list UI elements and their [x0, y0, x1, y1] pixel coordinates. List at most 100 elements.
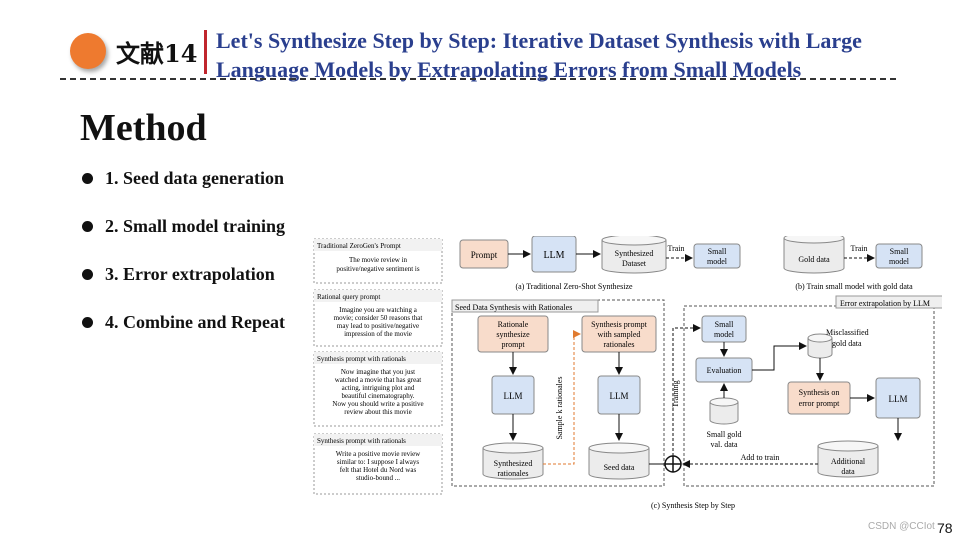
svg-text:data: data — [841, 467, 855, 476]
list-item: 2. Small model training — [80, 216, 285, 264]
svg-text:may lead to positive/negative: may lead to positive/negative — [337, 322, 419, 330]
svg-text:Synthesis prompt: Synthesis prompt — [591, 320, 648, 329]
steps-list: 1. Seed data generation 2. Small model t… — [80, 168, 285, 360]
prompt-box-zerogen: Traditional ZeroGen's Prompt The movie r… — [313, 238, 443, 284]
svg-text:Small: Small — [715, 320, 734, 329]
watermark: CSDN @CCIot — [868, 521, 935, 532]
svg-text:The movie review in: The movie review in — [349, 256, 408, 264]
svg-text:Seed Data Synthesis with Ratio: Seed Data Synthesis with Rationales — [455, 303, 572, 312]
svg-text:Train: Train — [850, 244, 867, 253]
svg-text:Small gold: Small gold — [707, 430, 742, 439]
svg-text:Sample k rationales: Sample k rationales — [555, 376, 564, 439]
svg-text:review about this movie: review about this movie — [344, 408, 411, 416]
paper-title-line1: Let's Synthesize Step by Step: Iterative… — [216, 28, 862, 53]
svg-text:(a) Traditional Zero-Shot Synt: (a) Traditional Zero-Shot Synthesize — [515, 282, 633, 291]
panel-c-seed: Seed Data Synthesis with Rationales Rati… — [451, 299, 665, 487]
prompt-box-rational-query: Rational query prompt Imagine you are wa… — [313, 289, 443, 347]
svg-text:beautiful cinematography.: beautiful cinematography. — [341, 392, 414, 400]
svg-text:model: model — [707, 257, 728, 266]
synthesis-error-prompt-box — [787, 381, 851, 415]
svg-text:LLM: LLM — [610, 391, 629, 401]
paper-title-line2: Language Models by Extrapolating Errors … — [216, 57, 802, 82]
svg-text:LLM: LLM — [889, 394, 908, 404]
svg-text:movie; consider 50 reasons tha: movie; consider 50 reasons that — [334, 314, 423, 322]
svg-text:rationales: rationales — [603, 340, 634, 349]
misclassified-cylinder — [807, 333, 833, 359]
title-divider — [204, 30, 207, 74]
header-divider — [60, 78, 896, 80]
svg-text:Synthesis prompt with rational: Synthesis prompt with rationals — [317, 355, 406, 363]
svg-text:impression of the movie: impression of the movie — [344, 330, 412, 338]
svg-text:Now imagine that you just: Now imagine that you just — [341, 368, 415, 376]
svg-text:rationales: rationales — [497, 469, 528, 478]
svg-text:error prompt: error prompt — [799, 399, 840, 408]
svg-text:LLM: LLM — [504, 391, 523, 401]
svg-text:Seed data: Seed data — [604, 463, 635, 472]
svg-text:Synthesis on: Synthesis on — [799, 388, 840, 397]
method-diagram: Traditional ZeroGen's Prompt The movie r… — [313, 232, 949, 510]
svg-text:Train: Train — [667, 244, 684, 253]
small-gold-cylinder — [709, 397, 739, 425]
bullet-icon — [82, 317, 93, 328]
svg-text:Additional: Additional — [831, 457, 866, 466]
svg-text:Synthesis prompt with rational: Synthesis prompt with rationals — [317, 437, 406, 445]
gold-data-cylinder — [783, 232, 845, 274]
svg-text:acting, intriguing plot and: acting, intriguing plot and — [342, 384, 415, 392]
list-item: 4. Combine and Repeat — [80, 312, 285, 360]
svg-text:positive/negative sentiment is: positive/negative sentiment is — [336, 265, 419, 273]
svg-text:prompt: prompt — [501, 340, 525, 349]
svg-text:Prompt: Prompt — [471, 250, 498, 260]
svg-text:gold data: gold data — [832, 339, 862, 348]
svg-text:Training: Training — [671, 380, 680, 407]
svg-text:model: model — [889, 257, 910, 266]
orange-dot-icon — [70, 33, 106, 69]
svg-text:Small: Small — [708, 247, 727, 256]
svg-text:Rational query prompt: Rational query prompt — [317, 293, 380, 301]
additional-data-cylinder — [817, 440, 879, 478]
svg-text:(b) Train small model with gol: (b) Train small model with gold data — [795, 282, 913, 291]
bullet-icon — [82, 173, 93, 184]
list-item: 3. Error extrapolation — [80, 264, 285, 312]
paper-number: 文献14 — [116, 39, 198, 68]
page-number: 78 — [937, 520, 953, 536]
svg-text:with sampled: with sampled — [598, 330, 641, 339]
svg-text:Rationale: Rationale — [498, 320, 529, 329]
svg-text:synthesize: synthesize — [496, 330, 530, 339]
small-model-box — [875, 243, 923, 269]
small-model-box — [693, 243, 741, 269]
svg-text:Synthesized: Synthesized — [494, 459, 533, 468]
panel-b: Gold data Train Small model (b) Train sm… — [783, 232, 923, 291]
seed-data-cylinder — [588, 442, 650, 480]
section-title: Method — [80, 107, 207, 149]
svg-text:felt that Hotel du Nord was: felt that Hotel du Nord was — [340, 466, 417, 474]
synthesized-dataset-cylinder — [601, 234, 667, 274]
bullet-icon — [82, 221, 93, 232]
svg-text:Evaluation: Evaluation — [707, 366, 742, 375]
svg-text:similar to: I suppose I always: similar to: I suppose I always — [337, 458, 420, 466]
list-item: 1. Seed data generation — [80, 168, 285, 216]
svg-text:Now you should write a positiv: Now you should write a positive — [332, 400, 423, 408]
prompt-box-synthesis-1: Synthesis prompt with rationals Now imag… — [313, 351, 443, 427]
paper-title: Let's Synthesize Step by Step: Iterative… — [216, 26, 936, 84]
svg-text:watched a movie that has great: watched a movie that has great — [335, 376, 422, 384]
svg-text:studio-bound ...: studio-bound ... — [356, 474, 400, 482]
svg-text:val. data: val. data — [710, 440, 738, 449]
panel-c-error: Training Error extrapolation by LLM Smal… — [649, 295, 949, 487]
prompt-box-synthesis-2: Synthesis prompt with rationals Write a … — [313, 433, 443, 495]
panel-c-caption: (c) Synthesis Step by Step — [651, 501, 735, 510]
svg-text:Misclassified: Misclassified — [826, 328, 869, 337]
svg-text:model: model — [714, 330, 735, 339]
svg-text:Gold data: Gold data — [798, 255, 830, 264]
svg-text:Write a positive movie review: Write a positive movie review — [336, 450, 421, 458]
svg-text:Synthesized: Synthesized — [615, 249, 654, 258]
svg-text:Small: Small — [890, 247, 909, 256]
svg-text:Traditional ZeroGen's Prompt: Traditional ZeroGen's Prompt — [317, 242, 401, 250]
panel-a: Prompt LLM Synthesized Dataset Train Sma… — [459, 234, 741, 291]
svg-text:LLM: LLM — [543, 250, 564, 261]
svg-text:Dataset: Dataset — [622, 259, 647, 268]
method-figure: Traditional ZeroGen's Prompt The movie r… — [312, 232, 949, 522]
synthesized-rationales-cylinder — [482, 442, 544, 480]
svg-text:Error extrapolation by LLM: Error extrapolation by LLM — [840, 299, 930, 308]
svg-text:Imagine you are watching a: Imagine you are watching a — [339, 306, 418, 314]
svg-text:Add to train: Add to train — [741, 453, 780, 462]
